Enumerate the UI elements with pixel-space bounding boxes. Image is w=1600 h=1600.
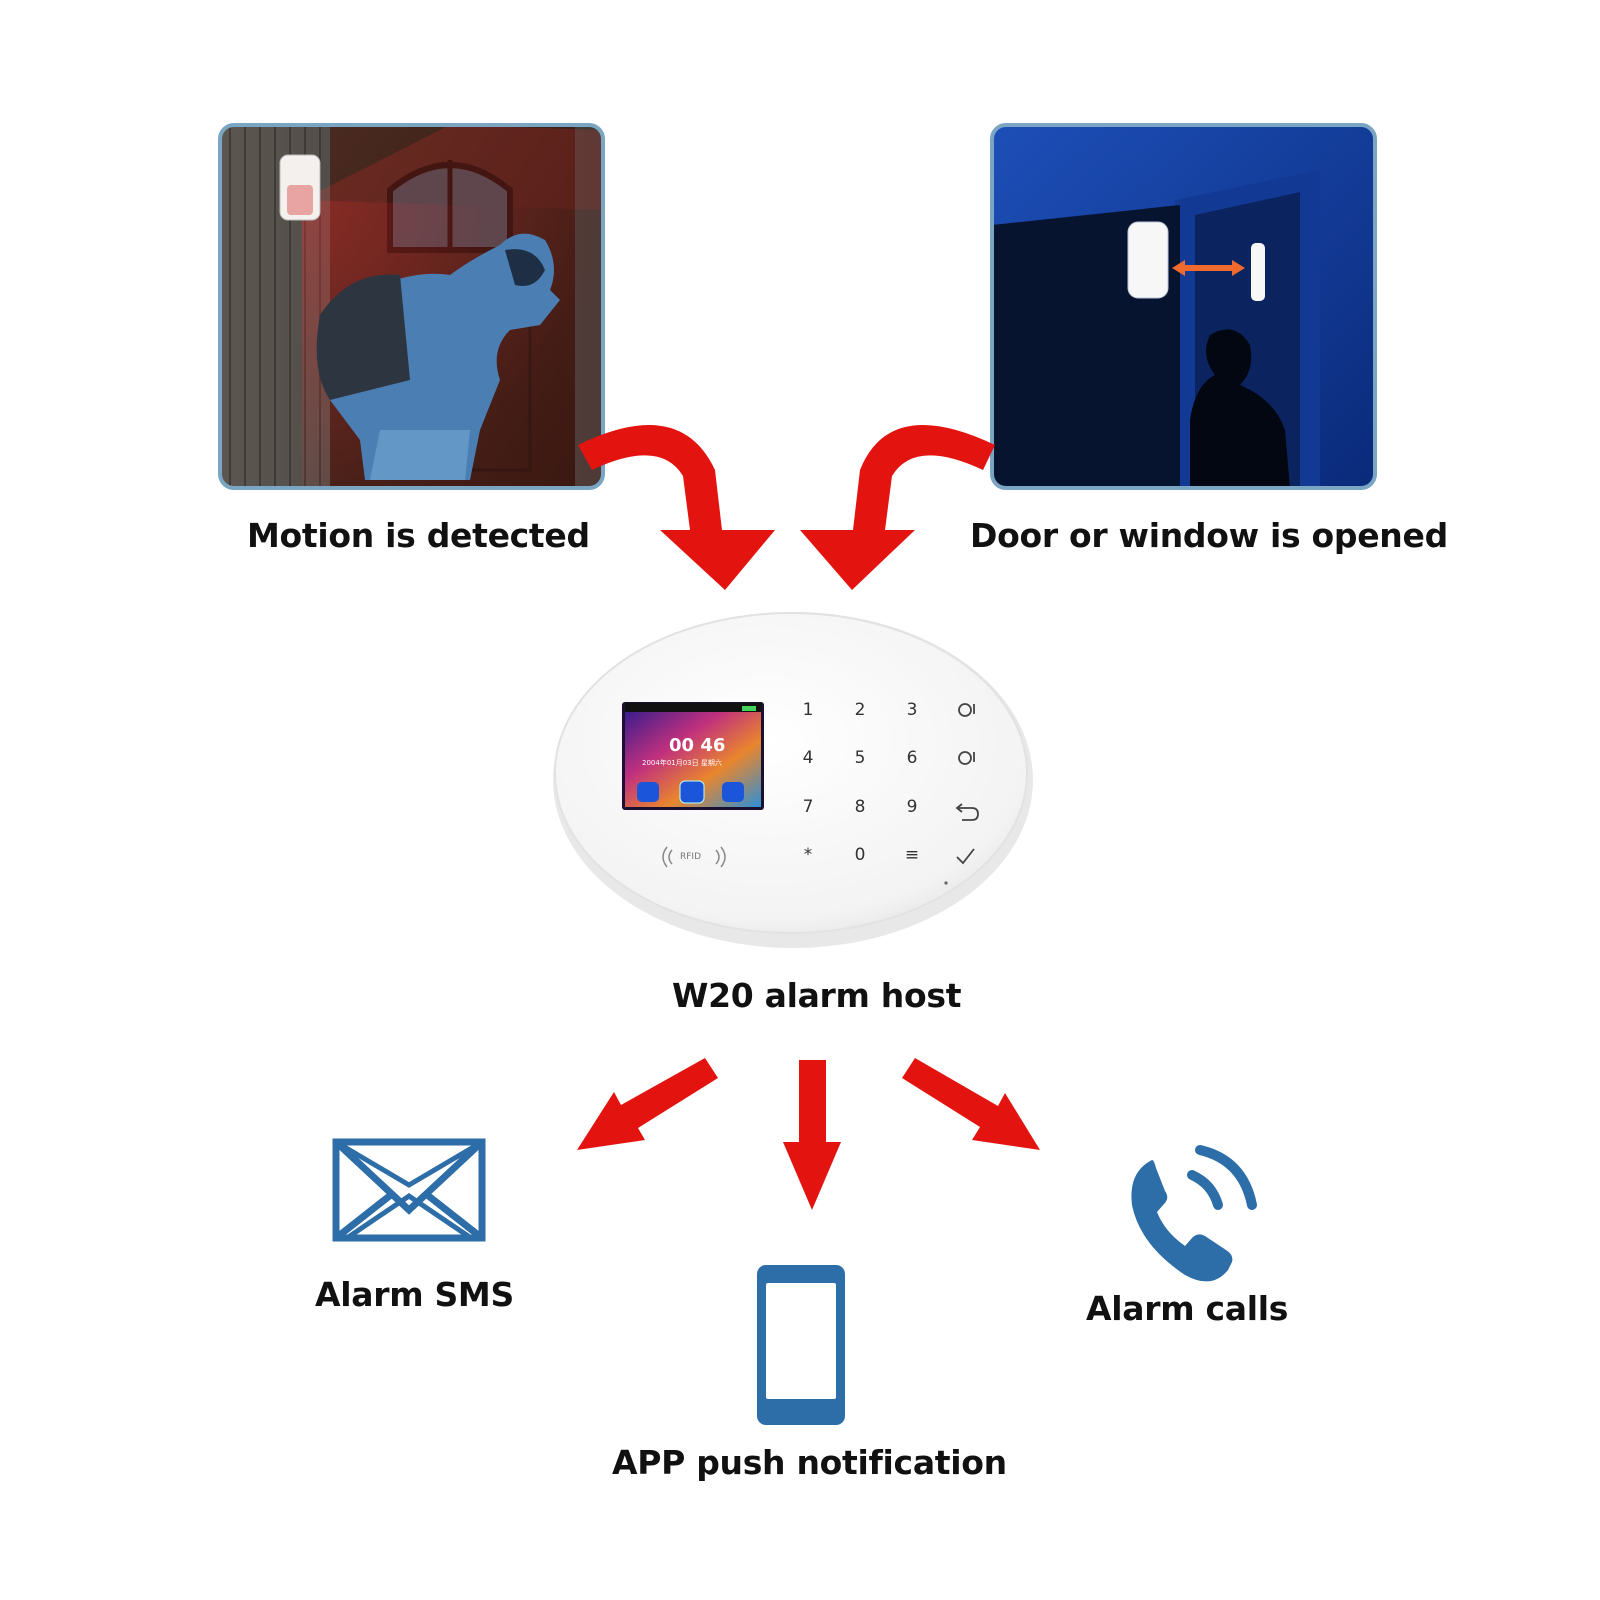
w20-alarm-host xyxy=(553,612,1033,948)
arrow-from-motion xyxy=(578,425,775,590)
keypad-key[interactable]: 0 xyxy=(854,845,866,865)
keypad-key[interactable]: 4 xyxy=(802,748,814,768)
calls-label: Alarm calls xyxy=(1086,1289,1289,1328)
keypad-key[interactable]: 5 xyxy=(854,748,866,768)
keypad-key[interactable]: * xyxy=(803,845,813,865)
rfid-label: RFID xyxy=(680,852,702,862)
phone-call-icon xyxy=(1131,1145,1257,1282)
door-label: Door or window is opened xyxy=(970,516,1448,555)
arrow-to-sms xyxy=(577,1058,718,1150)
keypad-key[interactable]: 1 xyxy=(802,700,814,720)
host-label: W20 alarm host xyxy=(672,976,962,1015)
sms-label: Alarm SMS xyxy=(315,1275,514,1314)
keypad-key[interactable]: 6 xyxy=(906,748,918,768)
motion-photo xyxy=(218,123,605,490)
arrow-from-door xyxy=(800,425,995,590)
keypad-key[interactable]: 2 xyxy=(854,700,866,720)
keypad-key[interactable]: ≡ xyxy=(904,845,920,865)
device-time: 00 46 xyxy=(669,735,726,756)
app-label: APP push notification xyxy=(612,1443,1007,1482)
keypad-key[interactable]: 8 xyxy=(854,797,866,817)
door-photo xyxy=(990,123,1377,490)
keypad-key[interactable]: 7 xyxy=(802,797,814,817)
envelope-icon xyxy=(332,1138,486,1242)
device-date: 2004年01月03日 星期六 xyxy=(642,759,722,767)
arrow-to-app xyxy=(783,1060,841,1210)
keypad-key[interactable]: 3 xyxy=(906,700,918,720)
arrow-to-calls xyxy=(902,1058,1040,1150)
keypad-key[interactable]: 9 xyxy=(906,797,918,817)
smartphone-icon xyxy=(757,1265,845,1425)
motion-label: Motion is detected xyxy=(247,516,590,555)
